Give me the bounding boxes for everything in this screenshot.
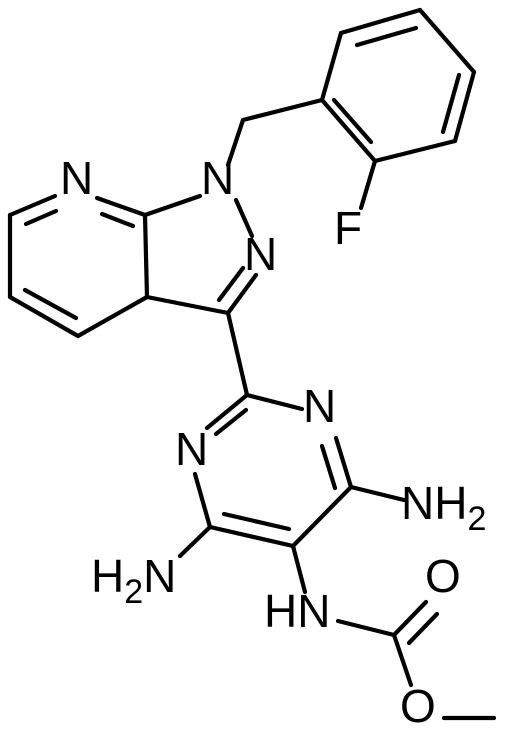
atom-carbonyl-o: O xyxy=(425,550,461,602)
bond xyxy=(204,392,250,431)
bond xyxy=(225,272,259,316)
atom-carbamate-nh: HN xyxy=(264,585,330,637)
atom-nh2-right-subscript: 2 xyxy=(467,500,486,538)
bond-double-inner xyxy=(22,287,79,321)
bond xyxy=(177,524,213,559)
atom-h2n-left-subscript: 2 xyxy=(124,573,143,611)
bond xyxy=(333,435,354,490)
bond xyxy=(225,310,250,398)
bond-double-inner xyxy=(99,211,136,229)
bond xyxy=(233,197,255,239)
bond xyxy=(319,30,344,103)
bond-double-inner xyxy=(331,97,374,145)
bond xyxy=(207,524,296,549)
bond xyxy=(244,392,305,412)
bond xyxy=(452,69,477,144)
bond-double-inner xyxy=(319,443,338,491)
bond-double-inner xyxy=(354,25,419,48)
bond xyxy=(94,195,148,218)
bond xyxy=(358,158,378,211)
bond xyxy=(192,471,213,530)
bond-double-inner xyxy=(213,407,249,437)
bond xyxy=(75,294,150,339)
bond-double-inner xyxy=(23,208,59,227)
bond xyxy=(144,294,231,316)
bond xyxy=(348,484,407,503)
bond-lines xyxy=(7,7,497,721)
atom-h2n-left: H2N xyxy=(91,550,176,611)
atom-nh2-right-main: NH xyxy=(401,477,467,529)
bond-double-inner xyxy=(406,611,440,646)
atom-labels: N N N F N N NH2 H2N HN O O xyxy=(60,152,486,732)
atom-n2-pyrazole: N xyxy=(244,228,277,280)
atom-n-pyrimidine-right: N xyxy=(303,380,336,432)
atom-h2n-left-n: N xyxy=(143,550,176,602)
bond-double-inner xyxy=(440,72,462,135)
bond xyxy=(391,599,429,638)
bond xyxy=(417,7,477,75)
bond xyxy=(391,632,414,688)
atom-fluorine: F xyxy=(334,202,362,254)
bond xyxy=(7,294,81,339)
bond xyxy=(142,193,203,218)
bond-double-inner xyxy=(221,511,292,532)
bond xyxy=(319,97,378,164)
bond xyxy=(338,7,423,36)
bond xyxy=(225,117,246,168)
bond-double-inner xyxy=(216,265,246,303)
bond xyxy=(372,138,458,164)
bond xyxy=(290,543,308,595)
atom-n1-pyrazole: N xyxy=(201,152,234,204)
atom-n-pyrimidine-left: N xyxy=(175,423,208,475)
atom-h2n-left-h: H xyxy=(91,550,124,602)
bond xyxy=(142,212,150,300)
bond xyxy=(240,97,325,123)
atom-ester-o: O xyxy=(400,680,436,732)
atom-nh2-right: NH2 xyxy=(401,477,486,538)
bond xyxy=(335,618,397,638)
bond xyxy=(7,193,58,218)
atom-n-pyridine: N xyxy=(60,152,93,204)
bond xyxy=(290,484,354,549)
